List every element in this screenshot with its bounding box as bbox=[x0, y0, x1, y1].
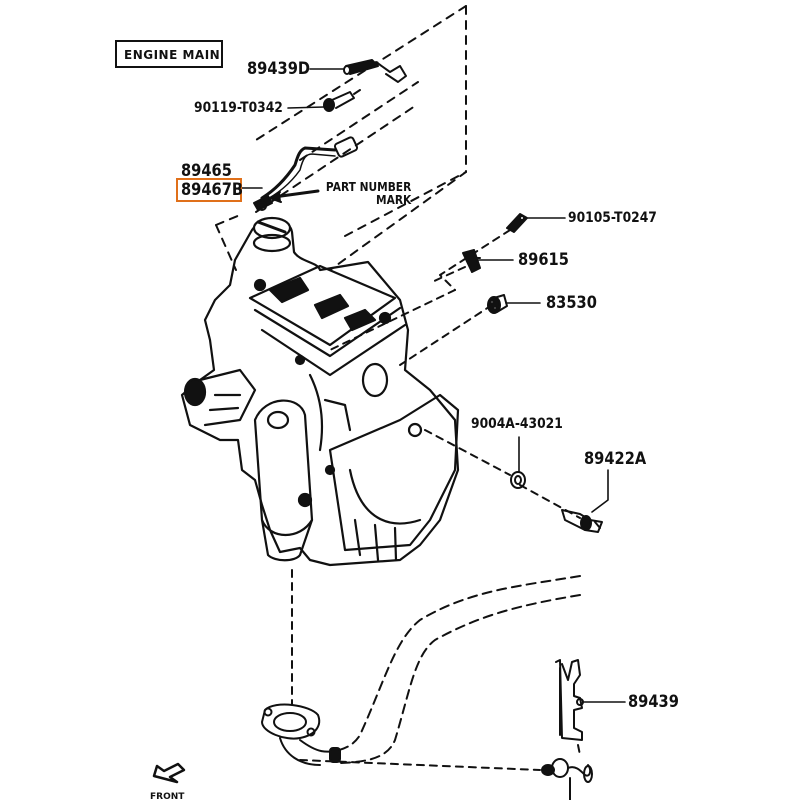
part-label-89422A[interactable]: 89422A bbox=[584, 449, 647, 469]
exhaust-pipe bbox=[329, 575, 581, 764]
part-label-90119-T0342[interactable]: 90119-T0342 bbox=[194, 100, 283, 116]
temperature-sensor-part bbox=[561, 509, 603, 533]
section-title-box: ENGINE MAIN bbox=[115, 40, 223, 68]
part-label-89615[interactable]: 89615 bbox=[518, 250, 569, 270]
part-label-90105-T0247[interactable]: 90105-T0247 bbox=[568, 210, 657, 226]
part-label-89439[interactable]: 89439 bbox=[628, 692, 679, 712]
connector-part bbox=[343, 59, 407, 83]
oxygen-sensor-part bbox=[253, 136, 359, 211]
highlight-frame bbox=[176, 178, 242, 202]
note-line-2: MARK bbox=[376, 192, 412, 207]
note-line-1: PART NUMBER bbox=[325, 179, 412, 194]
pipe-flange bbox=[261, 703, 341, 766]
bolt-part-2 bbox=[506, 213, 528, 233]
section-title: ENGINE MAIN bbox=[124, 48, 221, 62]
part-label-9004A-43021[interactable]: 9004A-43021 bbox=[471, 416, 563, 432]
engine-block bbox=[180, 216, 460, 567]
knock-sensor-part bbox=[462, 249, 481, 273]
bracket-part bbox=[555, 659, 584, 741]
lower-connector-part bbox=[541, 758, 593, 800]
part-number-mark-note: PART NUMBER MARK bbox=[322, 180, 411, 206]
solid-leaders bbox=[241, 68, 626, 703]
part-label-89467B[interactable]: 89467B bbox=[181, 180, 244, 200]
part-label-89439D[interactable]: 89439D bbox=[247, 59, 311, 79]
oil-pressure-switch-part bbox=[487, 294, 508, 314]
front-label: FRONT bbox=[150, 792, 185, 802]
front-arrow-icon bbox=[152, 762, 186, 784]
part-label-83530[interactable]: 83530 bbox=[546, 293, 597, 313]
bolt-part-1 bbox=[323, 89, 361, 112]
gasket-part bbox=[510, 471, 526, 489]
part-label-89465[interactable]: 89465 bbox=[181, 161, 232, 181]
